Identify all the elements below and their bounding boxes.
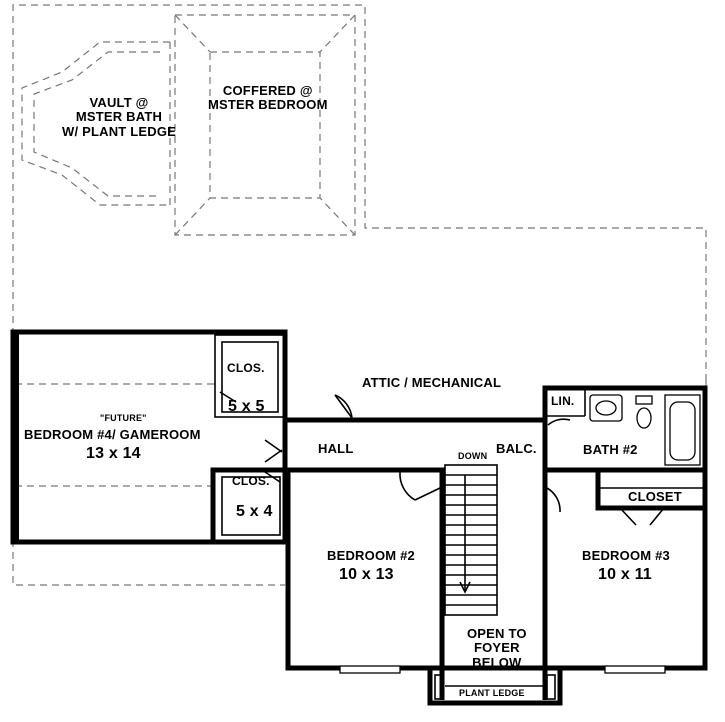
lower-closet-label: CLOS. bbox=[232, 474, 270, 488]
vault-label-line3: W/ PLANT LEDGE bbox=[62, 123, 177, 139]
vault-master-bath-outline bbox=[21, 41, 171, 206]
open-to-foyer-line1: OPEN TO bbox=[467, 626, 527, 641]
hall-label: HALL bbox=[318, 441, 354, 456]
upper-closet-size: 5 x 5 bbox=[228, 398, 265, 415]
plant-ledge-label: PLANT LEDGE bbox=[459, 688, 525, 698]
bedroom4-label: BEDROOM #4/ GAMEROOM bbox=[24, 427, 201, 442]
bedroom2-size: 10 x 13 bbox=[339, 566, 394, 583]
open-to-foyer-line3: BELOW bbox=[472, 654, 522, 670]
vault-label: VAULT @ MSTER BATH W/ PLANT LEDGE bbox=[62, 95, 177, 139]
linen-label: LIN. bbox=[551, 394, 575, 408]
open-to-foyer-label: OPEN TO FOYER BELOW bbox=[467, 626, 527, 670]
closet-label: CLOSET bbox=[628, 489, 682, 504]
bath2-label: BATH #2 bbox=[583, 442, 638, 457]
open-to-foyer-line2: FOYER bbox=[473, 640, 520, 656]
bedroom3-size: 10 x 11 bbox=[598, 566, 652, 583]
bedroom4-future-label: "FUTURE" bbox=[100, 413, 147, 423]
bedroom4-size: 13 x 14 bbox=[86, 445, 141, 462]
stairs bbox=[444, 464, 498, 616]
attic-label: ATTIC / MECHANICAL bbox=[362, 375, 502, 390]
balcony-label: BALC. bbox=[496, 441, 537, 456]
lower-closet-size: 5 x 4 bbox=[236, 503, 273, 520]
vault-label-line1: VAULT @ bbox=[89, 95, 149, 110]
stairs-down-label: DOWN bbox=[458, 451, 488, 461]
coffered-label-line2: MSTER BEDROOM bbox=[208, 97, 328, 113]
bedroom2-label: BEDROOM #2 bbox=[327, 548, 415, 563]
bedroom3-label: BEDROOM #3 bbox=[582, 548, 670, 563]
coffered-label: COFFERED @ MSTER BEDROOM bbox=[208, 83, 328, 113]
coffered-label-line1: COFFERED @ bbox=[222, 83, 313, 98]
vault-label-line2: MSTER BATH bbox=[75, 109, 163, 125]
bedroom3-walls bbox=[542, 467, 708, 674]
upper-closet-label: CLOS. bbox=[227, 361, 265, 375]
roof-outline bbox=[12, 4, 707, 586]
bedroom2-walls bbox=[285, 467, 445, 674]
coffered-master-bedroom-outline bbox=[174, 14, 356, 236]
